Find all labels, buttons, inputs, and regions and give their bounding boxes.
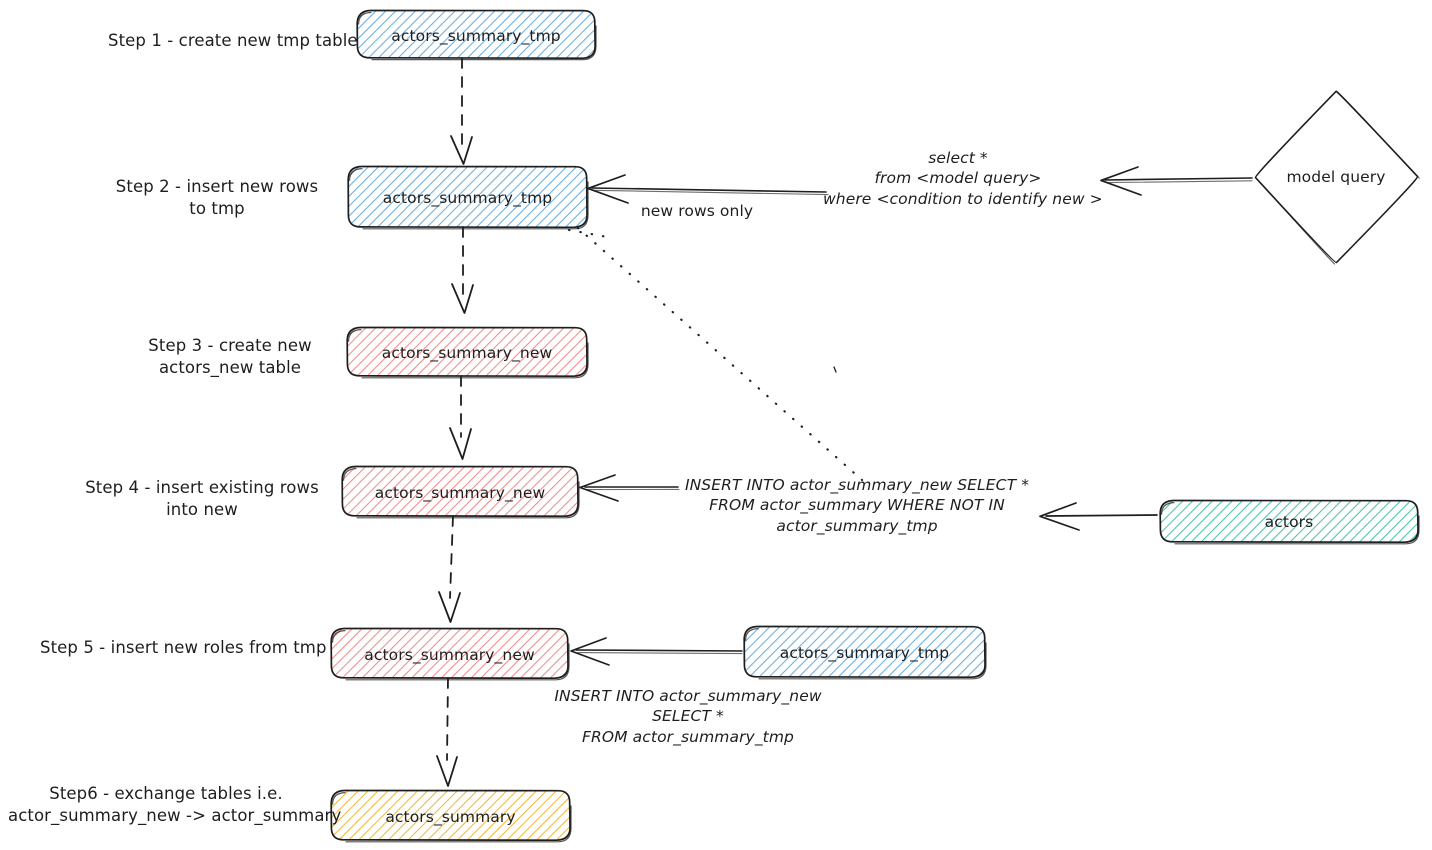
edge-label-new-rows-only: new rows only bbox=[640, 202, 754, 220]
connector-query-to-tmp bbox=[587, 174, 829, 204]
node-label-new-4: actors_summary_new bbox=[374, 484, 546, 502]
stray-mark bbox=[833, 366, 837, 373]
node-label-tmp-1: actors_summary_tmp bbox=[391, 27, 561, 45]
connector-step2-to-step3 bbox=[451, 226, 474, 314]
step-label-5: Step 5 - insert new roles from tmp bbox=[40, 638, 327, 657]
sql-insert-existing: INSERT INTO actor_summary_new SELECT * F… bbox=[684, 476, 1030, 535]
node-label-new-3: actors_summary_new bbox=[381, 344, 553, 362]
connector-tmp-dotted-to-step4-sql bbox=[567, 226, 864, 482]
node-label-new-5: actors_summary_new bbox=[364, 646, 535, 664]
node-tmp-5[interactable] bbox=[743, 625, 987, 680]
node-label-model-query: model query bbox=[1286, 168, 1386, 186]
node-actors[interactable] bbox=[1159, 499, 1420, 545]
connector-step4-to-step5 bbox=[438, 515, 461, 623]
node-new-4[interactable] bbox=[341, 465, 580, 519]
node-model-query[interactable] bbox=[1254, 90, 1420, 265]
sql-insert-new-roles: INSERT INTO actor_summary_new SELECT * F… bbox=[554, 687, 822, 746]
connector-model-query-to-sql bbox=[1100, 166, 1253, 196]
node-tmp-2[interactable] bbox=[347, 165, 589, 230]
connector-tmp5-to-new5 bbox=[570, 637, 743, 666]
node-tmp-1[interactable] bbox=[356, 9, 597, 61]
connector-actors-to-sql bbox=[1039, 502, 1158, 531]
connector-step1-to-step2 bbox=[450, 57, 473, 165]
connector-step3-to-step4 bbox=[449, 375, 472, 460]
step-label-6: Step6 - exchange tables i.e. actor_summa… bbox=[8, 784, 342, 825]
node-new-5[interactable] bbox=[330, 627, 570, 681]
node-summary[interactable] bbox=[330, 789, 572, 843]
sql-model-query: select * from <model query> where <condi… bbox=[823, 149, 1103, 208]
step-label-4: Step 4 - insert existing rows into new bbox=[85, 478, 319, 519]
step-label-1: Step 1 - create new tmp table bbox=[108, 31, 358, 50]
node-label-tmp-2: actors_summary_tmp bbox=[382, 189, 553, 207]
step-label-2: Step 2 - insert new rows to tmp bbox=[115, 177, 319, 218]
step-label-3: Step 3 - create new actors_new table bbox=[148, 336, 312, 377]
connector-step5-to-step6 bbox=[436, 677, 458, 787]
node-label-tmp-5: actors_summary_tmp bbox=[779, 644, 950, 662]
node-label-summary: actors_summary bbox=[385, 808, 516, 826]
node-label-actors: actors bbox=[1264, 513, 1314, 531]
node-new-3[interactable] bbox=[346, 326, 589, 379]
connector-sql-to-new-4 bbox=[579, 474, 680, 502]
